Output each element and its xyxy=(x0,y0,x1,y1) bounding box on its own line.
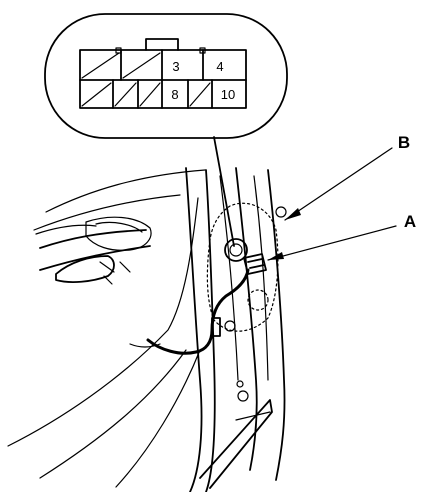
connector-face: 3 4 8 10 xyxy=(79,38,247,109)
pin-4-label: 4 xyxy=(216,59,223,74)
inset-leader-line xyxy=(213,136,235,247)
bolt-holes xyxy=(224,206,287,402)
door-harness xyxy=(129,268,250,355)
connector-inset: 3 4 8 10 xyxy=(44,13,288,139)
callout-a: A xyxy=(267,212,416,261)
body-panel xyxy=(7,167,286,492)
grommet-b-part xyxy=(224,238,248,262)
pin-3-label: 3 xyxy=(172,59,179,74)
harness-left xyxy=(35,216,152,285)
connector-a-part xyxy=(243,253,267,275)
callout-b-arrowhead xyxy=(285,208,301,220)
pin-10-label: 10 xyxy=(221,87,235,102)
callout-a-label: A xyxy=(404,212,416,231)
callout-b: B xyxy=(284,133,410,221)
pin-8-label: 8 xyxy=(171,87,178,102)
callout-a-arrowhead xyxy=(268,252,284,260)
callout-b-label: B xyxy=(398,133,410,152)
